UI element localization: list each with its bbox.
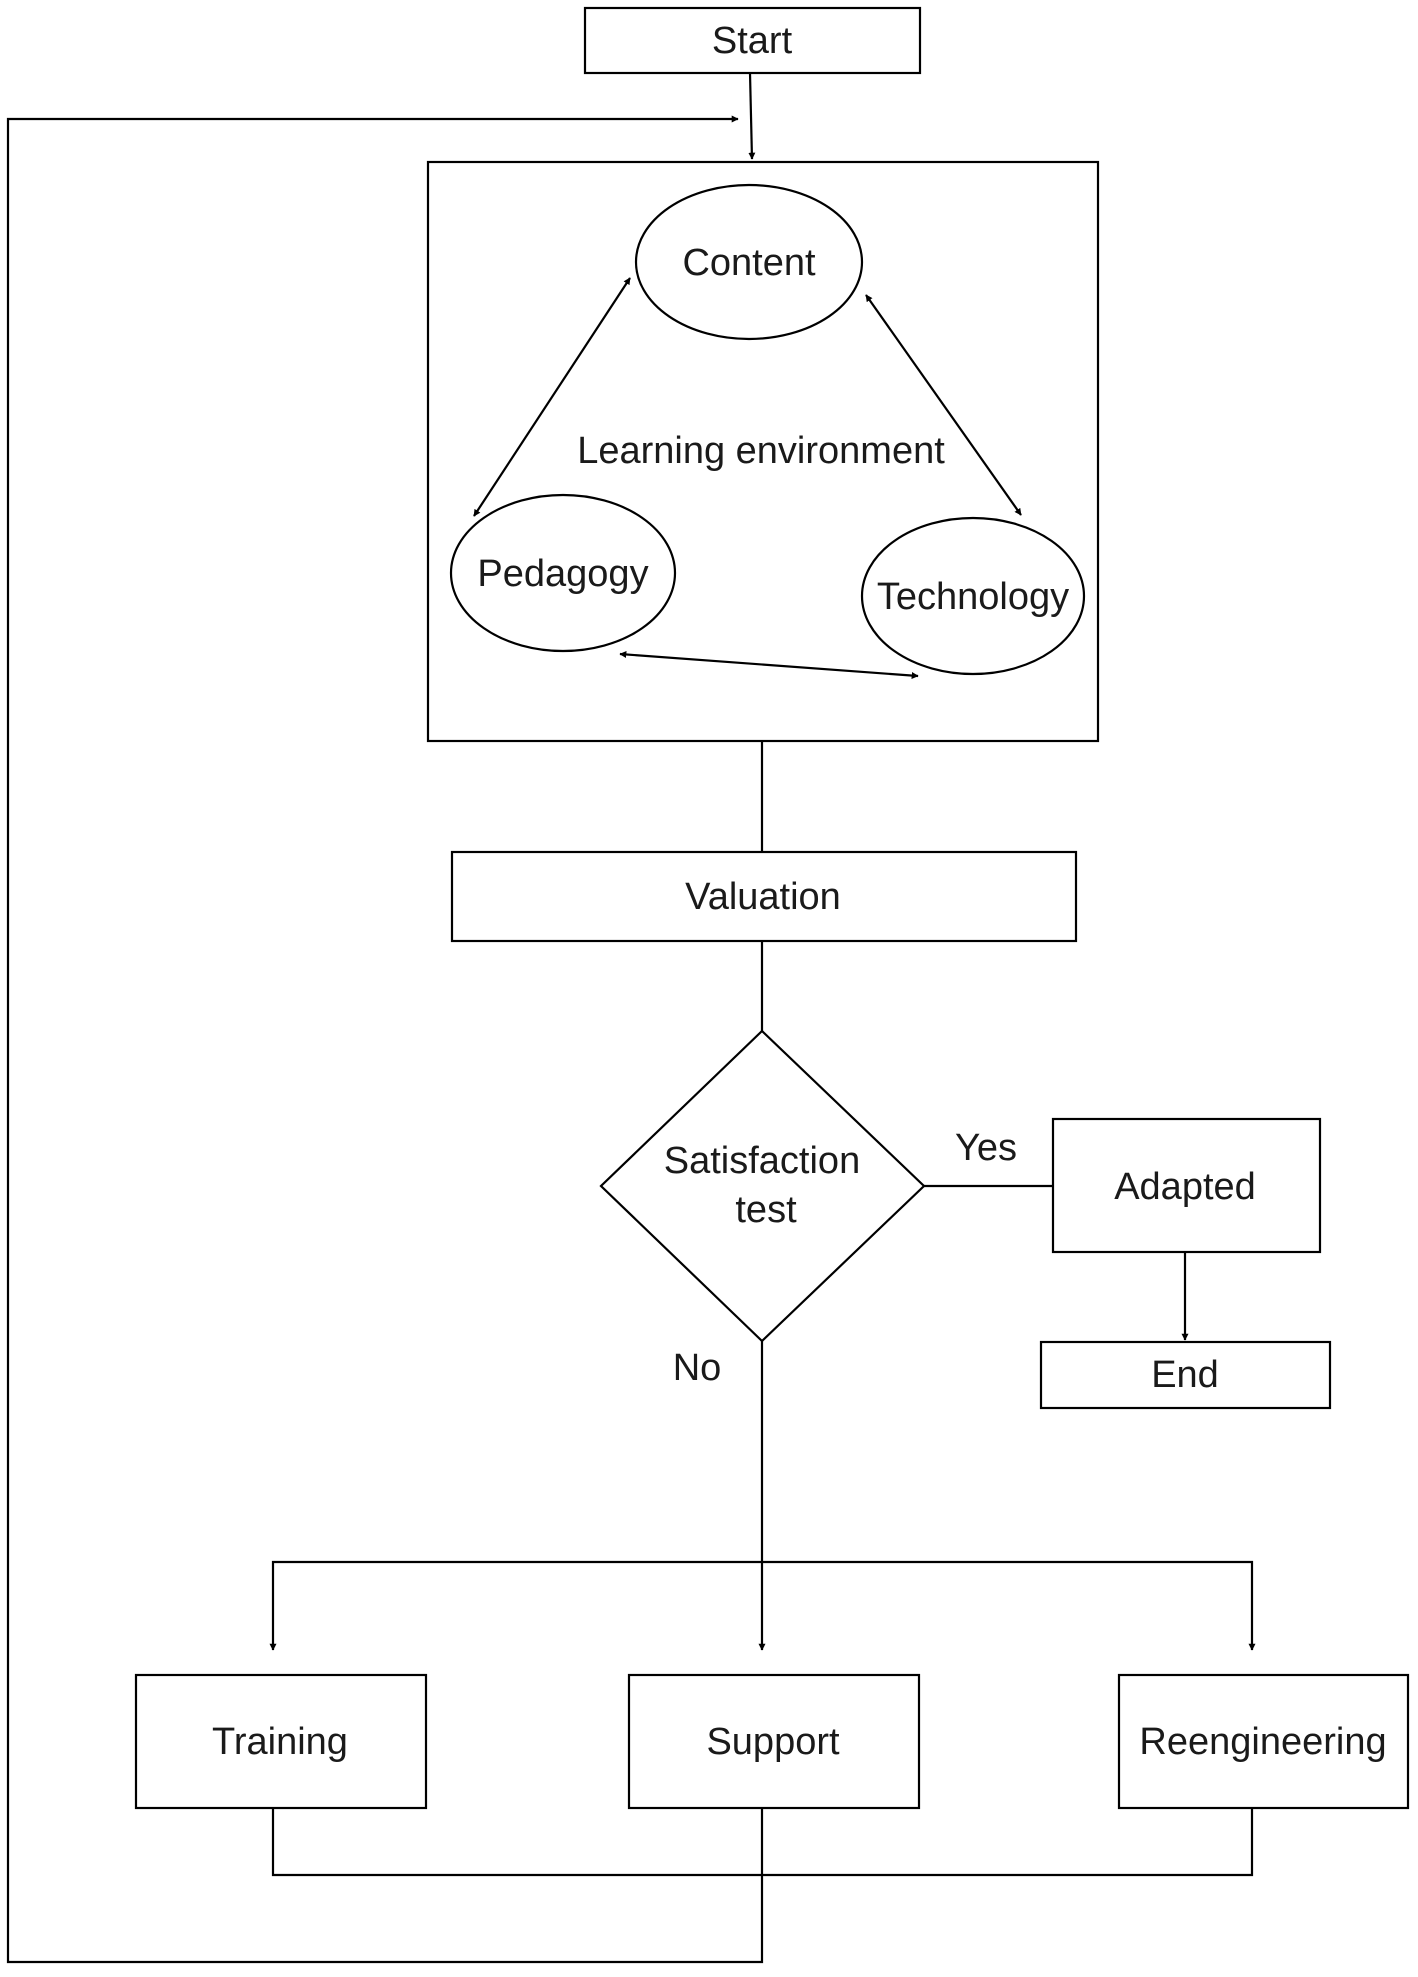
reengineering-node <box>1117 1673 1410 1810</box>
adapted-label: Adapted <box>1114 1166 1256 1208</box>
valuation-label: Valuation <box>685 876 841 918</box>
valuation-node <box>450 850 1078 943</box>
pedagogy-label: Pedagogy <box>477 553 648 595</box>
satisfaction-test-node <box>599 1029 926 1343</box>
technology-label: Technology <box>877 576 1069 618</box>
content-node <box>634 183 864 341</box>
feedback-loop-arrow <box>6 115 764 1964</box>
end-label: End <box>1151 1354 1219 1396</box>
satisfaction-label-line2: test <box>735 1189 797 1231</box>
content-technology-arrow <box>865 294 1022 516</box>
pedagogy-technology-arrow <box>619 650 919 680</box>
technology-node <box>860 516 1086 676</box>
start-to-environment-arrow <box>748 72 756 160</box>
reengineering-label: Reengineering <box>1139 1721 1386 1763</box>
branch-to-training-arrow <box>269 1560 762 1651</box>
content-pedagogy-arrow <box>473 277 631 517</box>
start-label: Start <box>712 20 793 62</box>
support-node <box>627 1673 921 1810</box>
training-label: Training <box>212 1721 348 1763</box>
training-node <box>134 1673 428 1810</box>
content-label: Content <box>682 242 816 284</box>
support-label: Support <box>706 1721 840 1763</box>
satisfaction-label-line1: Satisfaction <box>664 1140 860 1182</box>
no-label: No <box>673 1347 722 1389</box>
learning-environment-label: Learning environment <box>577 430 945 472</box>
branch-to-reengineering-arrow <box>762 1560 1256 1651</box>
adapted-node <box>1051 1117 1322 1254</box>
start-node <box>583 6 922 75</box>
end-node <box>1039 1340 1332 1410</box>
yes-label: Yes <box>955 1127 1017 1169</box>
